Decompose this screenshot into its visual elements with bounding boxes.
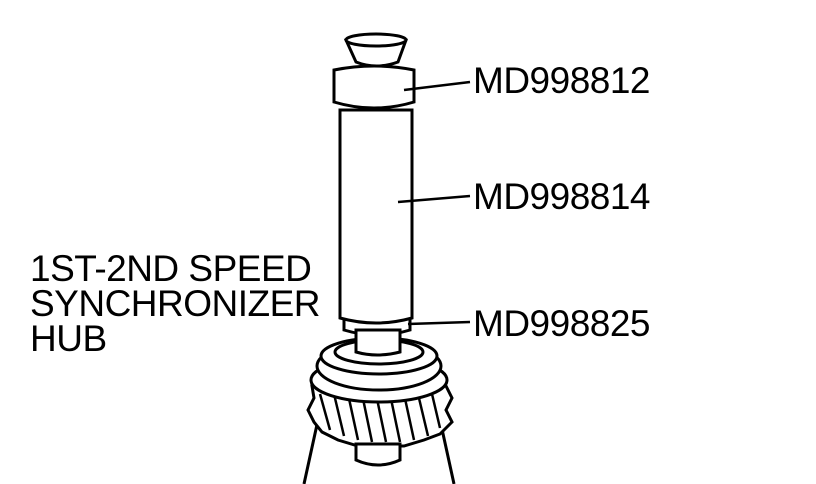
tool-top-cap-rim bbox=[344, 32, 408, 48]
shaft-tip bbox=[354, 442, 402, 467]
leader-md998825 bbox=[407, 320, 471, 326]
tool-md998814 bbox=[338, 108, 414, 325]
leader-md998814 bbox=[397, 194, 471, 204]
callout-md998825: MD998825 bbox=[473, 303, 650, 344]
gear-assembly bbox=[302, 336, 456, 484]
part-label-line1: 1ST-2ND SPEED bbox=[30, 248, 311, 289]
callout-md998814: MD998814 bbox=[473, 176, 650, 217]
shaft-left-line bbox=[302, 419, 320, 484]
tool-md998812 bbox=[332, 64, 416, 110]
leader-md998812 bbox=[403, 80, 471, 92]
special-tool-stack bbox=[332, 32, 416, 357]
callout-md998812: MD998812 bbox=[473, 60, 650, 101]
leader-lines bbox=[397, 80, 471, 326]
part-label-line2: SYNCHRONIZER bbox=[30, 283, 320, 324]
tool-bottom-neck bbox=[354, 328, 402, 357]
part-label-line3: HUB bbox=[30, 318, 107, 359]
